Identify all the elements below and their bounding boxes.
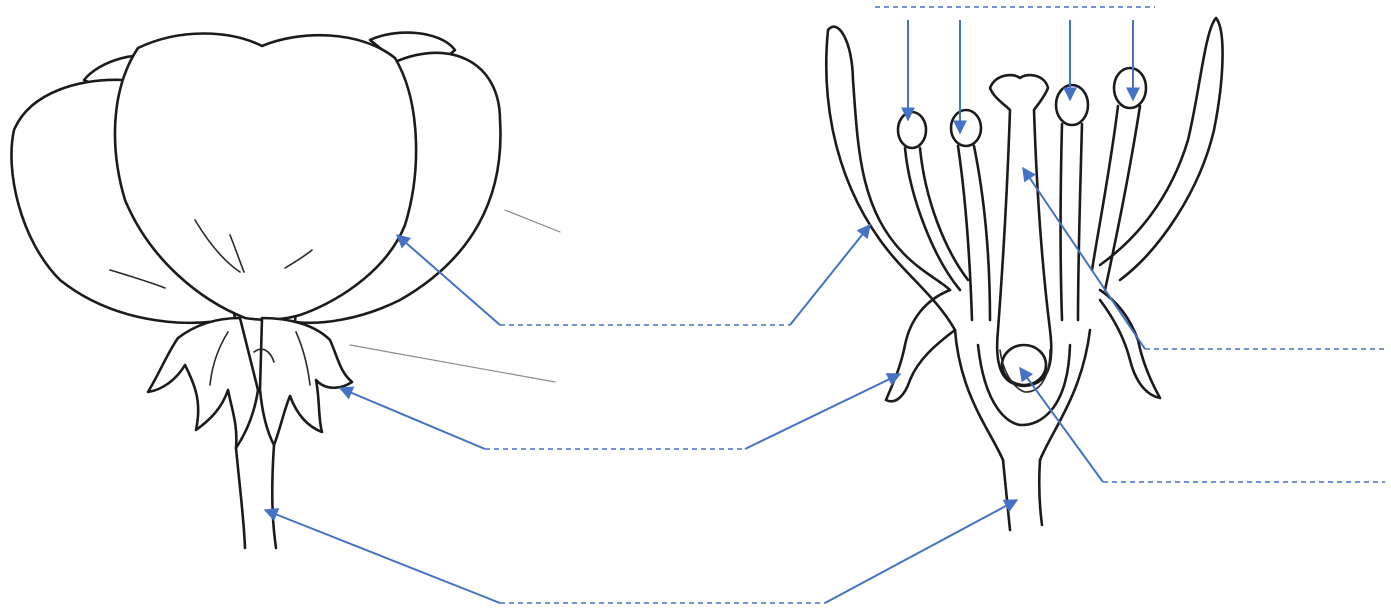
section-stalk [1003, 460, 1042, 530]
section-sepal-left [886, 290, 955, 401]
pointer-sepal-left [340, 388, 485, 449]
section-petal-left [826, 27, 955, 330]
pointer-stalk-left [265, 510, 500, 603]
sepal-right [260, 318, 352, 445]
flower-external-view [11, 33, 500, 548]
anther-1 [898, 112, 926, 148]
pointer-ovary [1020, 368, 1103, 482]
filament-4 [1092, 106, 1140, 290]
sepal-left [148, 318, 258, 448]
section-sepal-right [1100, 290, 1160, 398]
flower-longitudinal-section [826, 18, 1222, 530]
pointer-sepal-right [745, 374, 900, 449]
pointer-stalk-right [825, 500, 1017, 603]
filament-2 [958, 146, 990, 320]
pistil [990, 75, 1051, 386]
pointer-petal-right [790, 225, 870, 325]
anther-3 [1056, 85, 1088, 125]
section-petal-right [1100, 18, 1223, 280]
anther-2 [951, 110, 981, 146]
filament-3 [1061, 124, 1083, 320]
filament-1 [905, 148, 968, 290]
anther-4 [1114, 68, 1146, 108]
flower-stalk [236, 445, 276, 548]
